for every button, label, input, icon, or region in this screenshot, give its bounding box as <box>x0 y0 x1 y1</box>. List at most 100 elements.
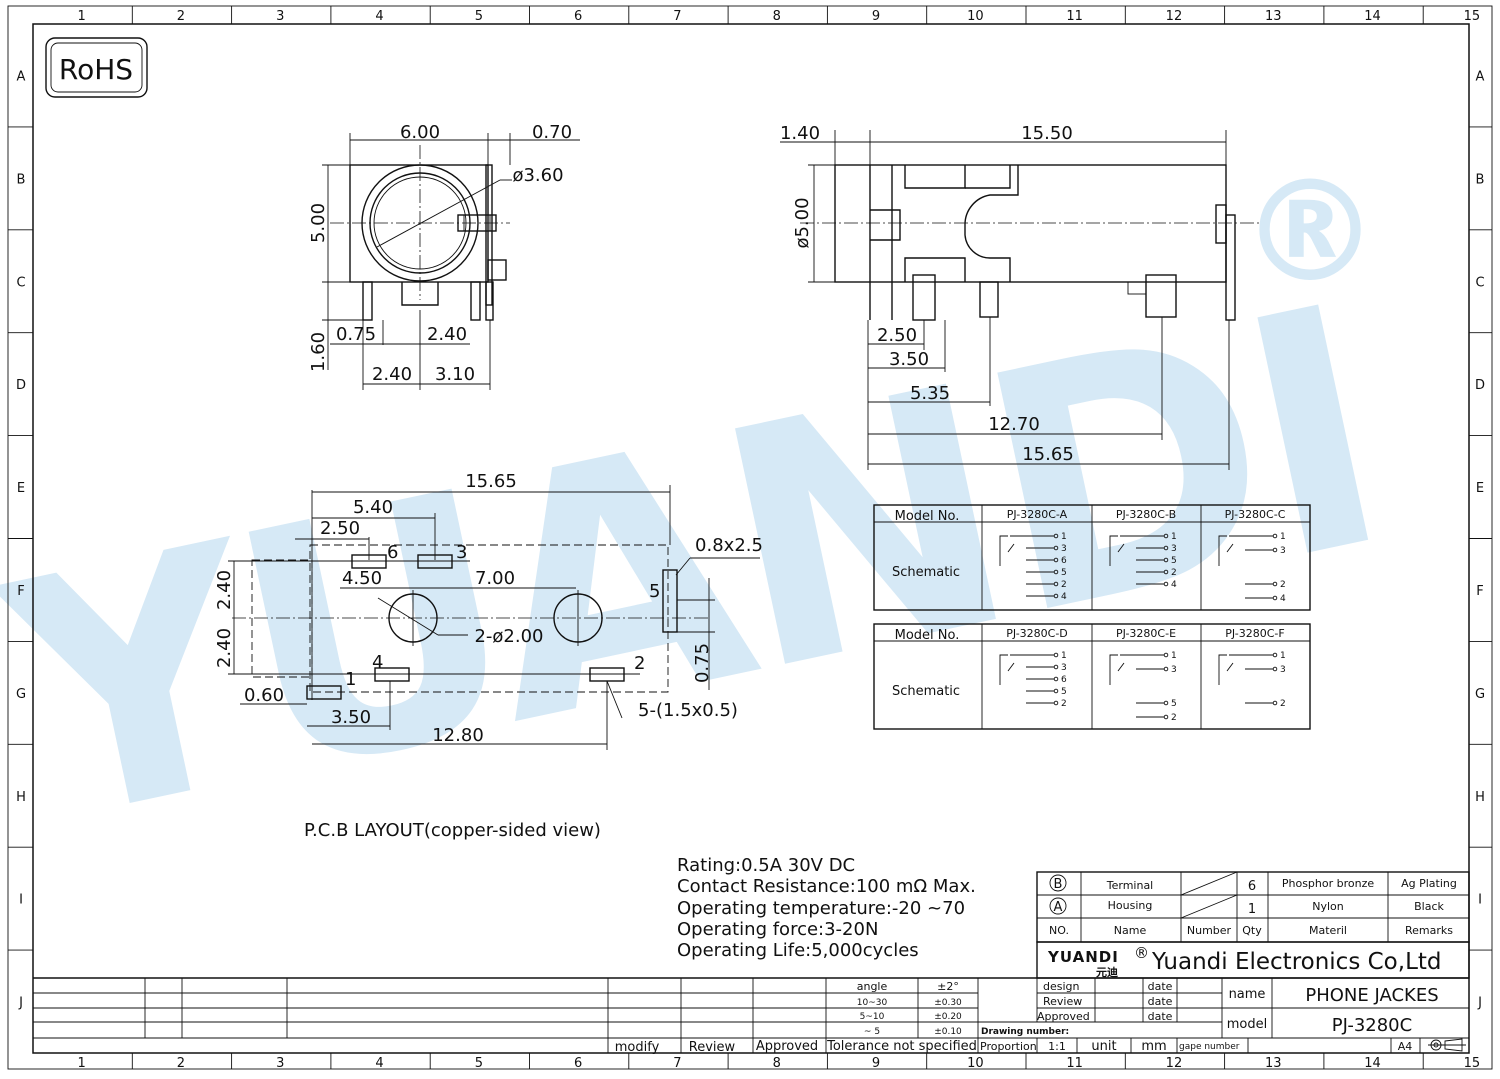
side-view: 1.40 15.50 ø5.00 2.50 3.50 5.35 12.70 15… <box>780 123 1260 470</box>
tb-name-label: name <box>1229 987 1266 1002</box>
spec-force: Operating force:3-20N <box>677 919 878 940</box>
spec-life: Operating Life:5,000cycles <box>677 940 919 961</box>
pcb-dim-060: 0.60 <box>244 685 284 706</box>
revision-modify: modify <box>615 1040 660 1055</box>
bom-name-housing: Housing <box>1108 899 1153 912</box>
schematic-switch <box>1007 662 1015 672</box>
grid-col-label-bottom: 4 <box>375 1056 383 1071</box>
bom-header-number: Number <box>1187 924 1232 937</box>
bom-material-terminal: Phosphor bronze <box>1282 877 1375 890</box>
schematic-pin-label: 6 <box>1061 556 1067 566</box>
schematic-switch <box>1007 543 1015 553</box>
grid-col-label-bottom: 10 <box>967 1056 984 1071</box>
table1-model-b: PJ-3280C-B <box>1116 508 1176 521</box>
bom-remarks-housing: Black <box>1414 900 1444 913</box>
grid-col-label-top: 1 <box>78 9 86 24</box>
grid-col-label-top: 14 <box>1364 9 1381 24</box>
schematic-pin-label: 5 <box>1061 568 1067 578</box>
pcb-dim-1280: 12.80 <box>432 725 484 746</box>
front-dim-240-upper: 2.40 <box>427 324 467 345</box>
grid-col-label-bottom: 5 <box>475 1056 483 1071</box>
table2-model-d: PJ-3280C-D <box>1006 627 1068 640</box>
rohs-mark: RoHS <box>45 37 148 98</box>
revision-approved: Approved <box>756 1039 818 1054</box>
pcb-pin-6: 6 <box>387 542 398 563</box>
schematic-terminal <box>1272 581 1278 587</box>
bom-qty-housing: 1 <box>1248 902 1256 917</box>
grid-row-label-right: B <box>1476 172 1485 187</box>
grid-ticks <box>8 6 1492 1069</box>
schematic-switch <box>1226 543 1234 553</box>
tb-ratio: 1:1 <box>1048 1040 1066 1053</box>
company-logo-reg: ® <box>1134 944 1149 962</box>
title-block: modify Review Approved angle ±2° 10~30 ±… <box>33 977 1469 1055</box>
pcb-pin-1: 1 <box>345 669 356 690</box>
company-block: YUANDI ® 元迪 Yuandi Electronics Co,Ltd <box>1036 941 1470 979</box>
side-dim-140: 1.40 <box>780 123 820 144</box>
schematic-terminal <box>1163 569 1169 575</box>
bom-header-no: NO. <box>1049 924 1069 937</box>
tol-angle: angle <box>857 980 888 993</box>
pcb-dim-1565: 15.65 <box>465 471 517 492</box>
tb-date-2: date <box>1148 995 1173 1008</box>
front-dim-width: 6.00 <box>400 122 440 143</box>
schematic-pin-label: 2 <box>1280 699 1286 709</box>
grid-col-label-bottom: 1 <box>78 1056 86 1071</box>
table1-row-label: Schematic <box>892 565 960 580</box>
schematic-pin-label: 6 <box>1061 675 1067 685</box>
bom-header-name: Name <box>1114 924 1147 937</box>
schematic-pin-label: 2 <box>1171 713 1177 723</box>
schematic-pin-label: 3 <box>1280 546 1286 556</box>
grid-row-label-left: A <box>17 69 26 84</box>
grid-row-label-right: E <box>1476 481 1484 496</box>
grid-row-label-right: C <box>1475 275 1484 290</box>
grid-row-label-right: D <box>1475 378 1485 393</box>
company-logo: YUANDI <box>1047 948 1119 966</box>
schematic-terminal <box>1163 557 1169 563</box>
schematic-terminal <box>1053 581 1059 587</box>
grid-col-label-bottom: 3 <box>276 1056 284 1071</box>
tol-range-1: 10~30 <box>857 998 888 1008</box>
tb-approved: Approved <box>1037 1010 1090 1023</box>
pcb-dim-240-upper: 2.40 <box>214 570 235 610</box>
schematic-terminal <box>1053 688 1059 694</box>
front-view: 6.00 0.70 ø3.60 5.00 1.60 0.75 2.40 2.40… <box>308 122 580 390</box>
schematic-sleeve <box>1218 535 1227 566</box>
table1-model-a: PJ-3280C-A <box>1007 508 1068 521</box>
tol-angle-value: ±2° <box>937 980 959 993</box>
schematic-terminal <box>1053 676 1059 682</box>
grid-row-label-left: H <box>16 790 26 805</box>
grid-col-label-bottom: 8 <box>773 1056 781 1071</box>
grid-col-label-top: 2 <box>177 9 185 24</box>
spec-rating: Rating:0.5A 30V DC <box>677 855 855 876</box>
schematic-pin-label: 3 <box>1280 665 1286 675</box>
grid-col-label-top: 8 <box>773 9 781 24</box>
projection-symbol-icon <box>1428 1038 1466 1052</box>
grid-row-label-right: A <box>1476 69 1485 84</box>
side-dim-1565: 15.65 <box>1022 444 1074 465</box>
schematic-sleeve <box>1218 654 1227 685</box>
bom-remarks-terminal: Ag Plating <box>1401 877 1457 890</box>
schematic-pin-label: 1 <box>1171 651 1177 661</box>
company-logo-cn: 元迪 <box>1096 965 1118 979</box>
pcb-layout: 1 2 3 4 5 6 15.65 5.40 2.50 4.50 7.00 2.… <box>214 471 763 841</box>
grid-col-label-bottom: 9 <box>872 1056 880 1071</box>
schematic-terminal <box>1272 547 1278 553</box>
schematic-pin-label: 1 <box>1061 651 1067 661</box>
schematic-pin-label: 3 <box>1171 665 1177 675</box>
pcb-dim-075: 0.75 <box>692 643 713 683</box>
front-dim-pin: 1.60 <box>308 332 329 372</box>
schematic-terminal <box>1053 569 1059 575</box>
bom-qty-terminal: 6 <box>1248 879 1256 894</box>
grid-row-label-left: I <box>19 893 23 908</box>
schematic-terminal <box>1163 652 1169 658</box>
tb-model-label: model <box>1227 1017 1267 1032</box>
grid-row-label-right: F <box>1476 584 1483 599</box>
schematic-terminal <box>1053 664 1059 670</box>
bom-header-material: Materil <box>1309 924 1347 937</box>
schematic-switch <box>1117 662 1125 672</box>
grid-col-label-top: 13 <box>1265 9 1282 24</box>
schematic-pin-label: 4 <box>1280 594 1286 604</box>
